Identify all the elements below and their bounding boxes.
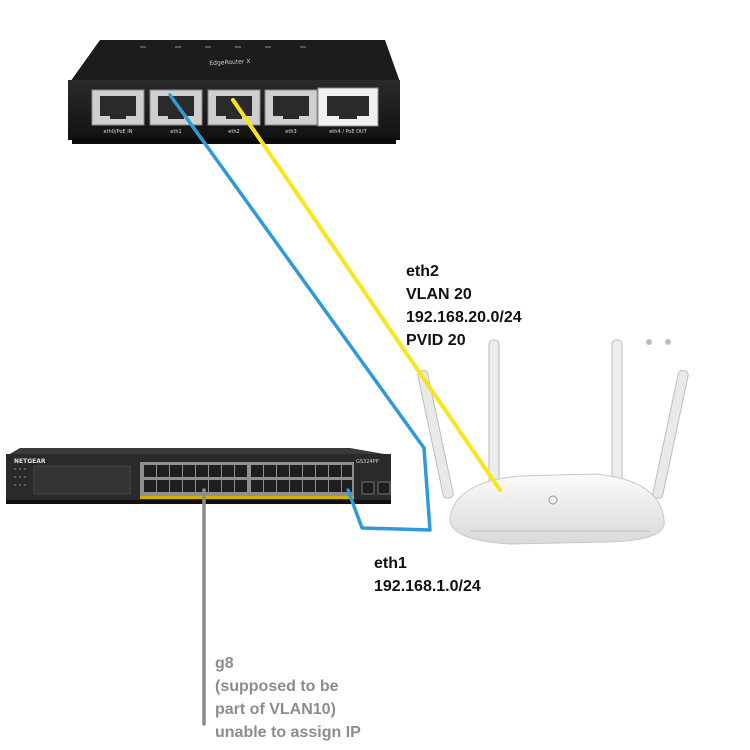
label-g8: g8 (supposed to be part of VLAN10) unabl… <box>215 655 361 741</box>
switch-ports <box>144 465 352 492</box>
router-port-eth4: eth4 / PoE OUT <box>317 87 379 135</box>
label-g8-line: unable to assign IP <box>215 724 361 741</box>
wireless-router <box>417 339 689 545</box>
wifi-router-body <box>449 473 665 545</box>
antenna <box>611 339 623 491</box>
router-port-label: eth0/PoE IN <box>104 129 133 135</box>
antenna <box>488 339 500 491</box>
label-eth1-line: eth1 <box>374 555 407 572</box>
edgerouter: EdgeRouter X eth0/PoE IN eth1 et <box>68 40 400 144</box>
label-g8-line: (supposed to be <box>215 678 339 695</box>
wifi-router-stripe <box>470 530 650 532</box>
antennas <box>417 339 689 499</box>
router-brand: EdgeRouter X <box>209 58 250 67</box>
antenna <box>417 370 454 499</box>
netgear-switch: NETGEAR GS324PP <box>6 448 391 504</box>
router-port-label: eth1 <box>170 129 181 135</box>
label-g8-line: g8 <box>215 655 234 672</box>
wifi-dot <box>646 339 652 345</box>
label-eth2-line: 192.168.20.0/24 <box>406 309 522 326</box>
router-leds <box>140 46 306 48</box>
label-eth1: eth1 192.168.1.0/24 <box>374 555 481 595</box>
label-eth2-line: PVID 20 <box>406 332 466 349</box>
label-eth2-line: VLAN 20 <box>406 286 472 303</box>
router-port-label: eth2 <box>228 129 239 135</box>
router-port-eth0: eth0/PoE IN <box>91 89 145 135</box>
switch-sfp-ports <box>361 481 391 495</box>
cable-eth2 <box>231 98 502 492</box>
label-eth2-line: eth2 <box>406 263 439 280</box>
cable-eth1 <box>168 93 432 532</box>
router-port-label: eth3 <box>285 129 296 135</box>
wifi-dot <box>665 339 671 345</box>
antenna <box>652 370 689 499</box>
router-port-label: eth4 / PoE OUT <box>329 129 367 135</box>
switch-top <box>8 448 390 455</box>
label-eth2: eth2 VLAN 20 192.168.20.0/24 PVID 20 <box>406 263 522 349</box>
label-g8-line: part of VLAN10) <box>215 701 336 718</box>
router-top <box>70 40 400 82</box>
switch-base <box>6 500 391 504</box>
switch-poe-stripe <box>140 496 354 499</box>
switch-model: GS324PP <box>356 459 379 465</box>
switch-led-panel <box>14 465 131 495</box>
router-port-eth2: eth2 <box>207 89 261 135</box>
tplink-logo-icon <box>548 495 558 505</box>
router-port-eth3: eth3 <box>264 89 318 135</box>
switch-brand: NETGEAR <box>14 458 46 465</box>
router-base <box>72 138 396 144</box>
label-eth1-line: 192.168.1.0/24 <box>374 578 481 595</box>
